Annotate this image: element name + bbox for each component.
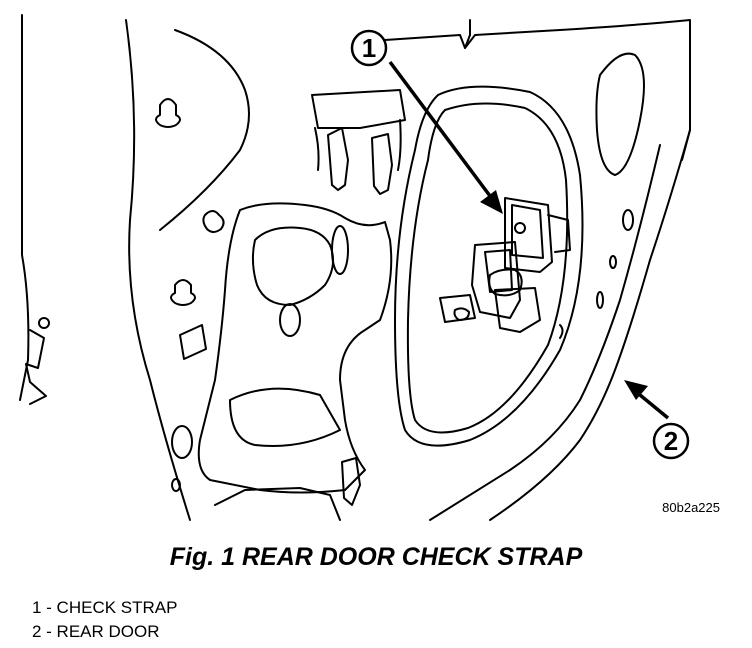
door-diagram: 1 2 bbox=[19, 14, 691, 521]
image-reference-code: 80b2a225 bbox=[662, 500, 720, 515]
callout-1-arrowhead bbox=[480, 190, 503, 214]
legend: 1 - CHECK STRAP 2 - REAR DOOR bbox=[32, 596, 177, 644]
callout-2-arrowhead bbox=[624, 380, 648, 400]
inner-panel bbox=[197, 202, 393, 494]
connector-clip bbox=[327, 127, 349, 191]
callout-1-leader bbox=[388, 60, 495, 202]
pillar-hole bbox=[170, 279, 196, 306]
callout-2: 2 bbox=[652, 422, 690, 460]
body-pillar-inner bbox=[125, 19, 191, 521]
callout-1: 1 bbox=[350, 29, 388, 67]
door-access-opening bbox=[394, 85, 584, 447]
legend-item-check-strap: 1 - CHECK STRAP bbox=[32, 598, 178, 617]
body-pillar-outline bbox=[19, 14, 30, 401]
check-strap-part bbox=[439, 197, 571, 339]
door-top-edge bbox=[384, 19, 691, 161]
legend-item-rear-door: 2 - REAR DOOR bbox=[32, 622, 160, 641]
callout-2-leader bbox=[638, 393, 670, 420]
pillar-hole bbox=[155, 98, 181, 128]
figure-caption: Fig. 1 REAR DOOR CHECK STRAP bbox=[169, 543, 583, 571]
svg-text:2: 2 bbox=[664, 426, 678, 456]
connector-clip bbox=[371, 133, 393, 195]
svg-text:1: 1 bbox=[362, 33, 376, 63]
door-outer-edge bbox=[489, 129, 691, 521]
